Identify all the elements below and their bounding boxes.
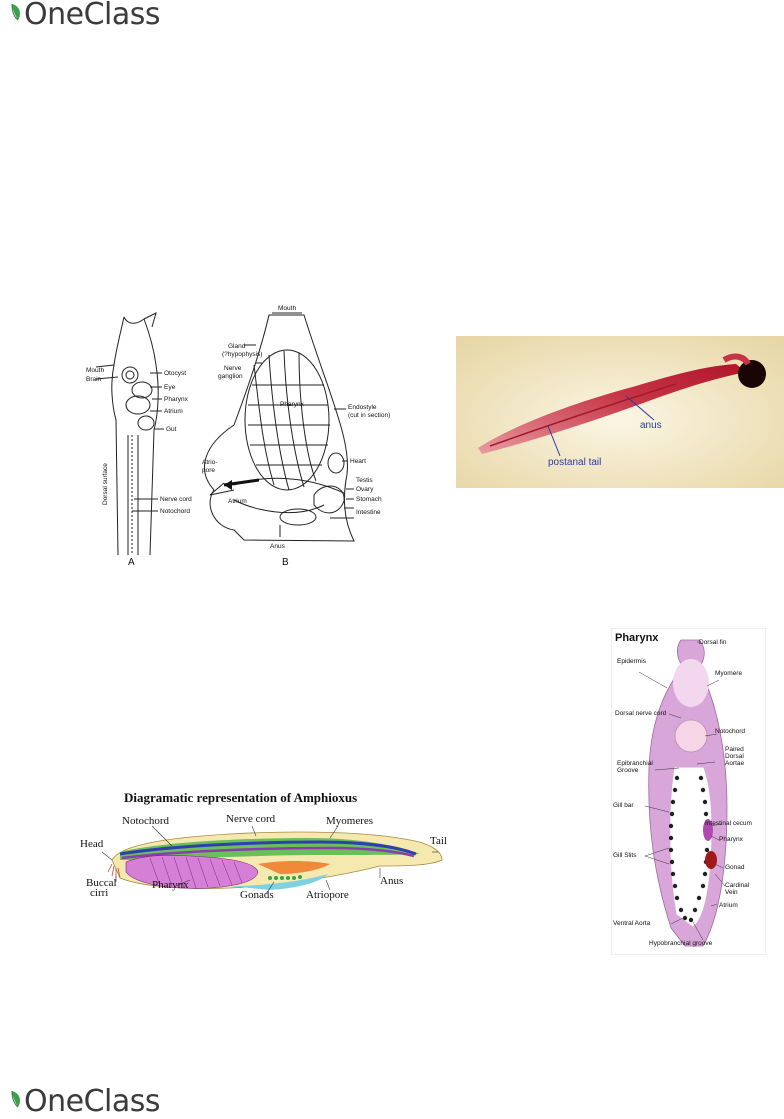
label-epibranchial: Epibranchial (617, 760, 653, 767)
label-anus-b: Anus (270, 543, 285, 550)
leaf-icon (11, 3, 20, 21)
pharynx-title: Pharynx (615, 632, 659, 644)
panel-b-letter: B (282, 557, 289, 568)
label-dorsal-nerve-cord: Dorsal nerve cord (615, 710, 667, 717)
label-gill-bar: Gill bar (613, 802, 634, 809)
label-ventral-aorta: Ventral Aorta (613, 920, 651, 927)
label-dorsal-fin: Dorsal fin (699, 639, 727, 646)
tunicate-figure: Mouth Brain Otocyst Eye Pharynx Atrium G… (84, 305, 404, 575)
brand-name: OneClass (24, 0, 161, 32)
label-anus-photo: anus (640, 420, 662, 431)
label-intestinal-cecum: Intestinal cecum (705, 820, 752, 827)
label-atrium-b: Atrium (228, 498, 247, 505)
label-gland: Gland (228, 343, 246, 350)
amphioxus-title: Diagramatic representation of Amphioxus (124, 790, 358, 805)
label-otocyst: Otocyst (164, 370, 187, 377)
label-tail: Tail (430, 835, 447, 847)
label-notochord-amph: Notochord (122, 815, 170, 827)
larva-image (456, 336, 784, 488)
label-brain: Brain (86, 376, 102, 383)
label-myomere: Myomere (715, 670, 743, 677)
label-head: Head (80, 838, 104, 850)
label-cardinal: Cardinal (725, 882, 750, 889)
label-ovary: Ovary (356, 486, 374, 493)
amphioxus-figure: Diagramatic representation of Amphioxus (80, 790, 460, 901)
label-nerve-cord-amph: Nerve cord (226, 813, 276, 825)
label-stomach: Stomach (356, 496, 382, 503)
label-vein: Vein (725, 889, 738, 896)
label-pharynx-a: Pharynx (164, 396, 188, 403)
label-pharynx-b: Pharynx (280, 401, 304, 408)
label-intestine: Intestine (356, 509, 381, 516)
label-cirri: cirri (90, 887, 109, 899)
label-pore: pore (202, 467, 216, 474)
panel-a-letter: A (128, 557, 135, 568)
label-nerve: Nerve (224, 365, 242, 372)
label-dorsal-surface: Dorsal surface (102, 463, 109, 505)
label-postanal-tail: postanal tail (548, 457, 602, 468)
label-gonads: Gonads (240, 889, 274, 901)
label-heart: Heart (350, 458, 366, 465)
label-gut: Gut (166, 426, 177, 433)
label-notochord-section: Notochord (715, 728, 745, 735)
label-pharynx-section: Pharynx (719, 836, 743, 843)
label-atriopore: Atriopore (306, 889, 349, 901)
label-hypobranchial-groove: Hypobranchial groove (649, 940, 713, 947)
label-endostyle: Endostyle (348, 404, 377, 411)
label-groove: Groove (617, 767, 639, 774)
label-cut-in-section: (cut in section) (348, 412, 391, 419)
oneclass-logo-bottom[interactable]: OneClass (0, 1084, 161, 1119)
label-ganglion: ganglion (218, 373, 243, 380)
label-hypophysis: (?hypophysis) (222, 351, 263, 358)
leaf-icon (11, 1090, 20, 1108)
label-pharynx-amph: Pharynx (152, 879, 189, 891)
label-notochord-a: Notochord (160, 508, 190, 515)
pharynx-section-figure: Pharynx Dorsal fin Epidermis Myomere Dor… (610, 627, 767, 956)
label-mouth-a: Mouth (86, 367, 105, 374)
label-gill-slits: Gill Slits (613, 852, 637, 859)
label-dorsal: Dorsal (725, 753, 744, 760)
larva-photo: anus postanal tail (456, 336, 784, 488)
label-buccal: Buccal (86, 877, 117, 889)
tunicate-drawing (95, 312, 355, 556)
label-testis: Testis (356, 477, 373, 484)
label-myomeres: Myomeres (326, 815, 374, 827)
oneclass-logo-top[interactable]: OneClass (0, 0, 161, 32)
label-anus-amph: Anus (380, 875, 404, 887)
label-atrium-section: Atrium (719, 902, 738, 909)
amphioxus-drawing (101, 825, 443, 895)
label-eye: Eye (164, 384, 176, 391)
label-paired: Paired (725, 746, 744, 753)
label-atrium-a: Atrium (164, 408, 183, 415)
label-aortae: Aortae (725, 760, 745, 767)
label-nerve-cord-a: Nerve cord (160, 496, 192, 503)
pharynx-section-image (610, 627, 767, 956)
brand-name: OneClass (24, 1084, 161, 1119)
label-gonad: Gonad (725, 864, 745, 871)
label-epidermis: Epidermis (617, 658, 646, 665)
label-atrio: Atrio- (202, 459, 218, 466)
label-mouth-b: Mouth (278, 305, 297, 312)
